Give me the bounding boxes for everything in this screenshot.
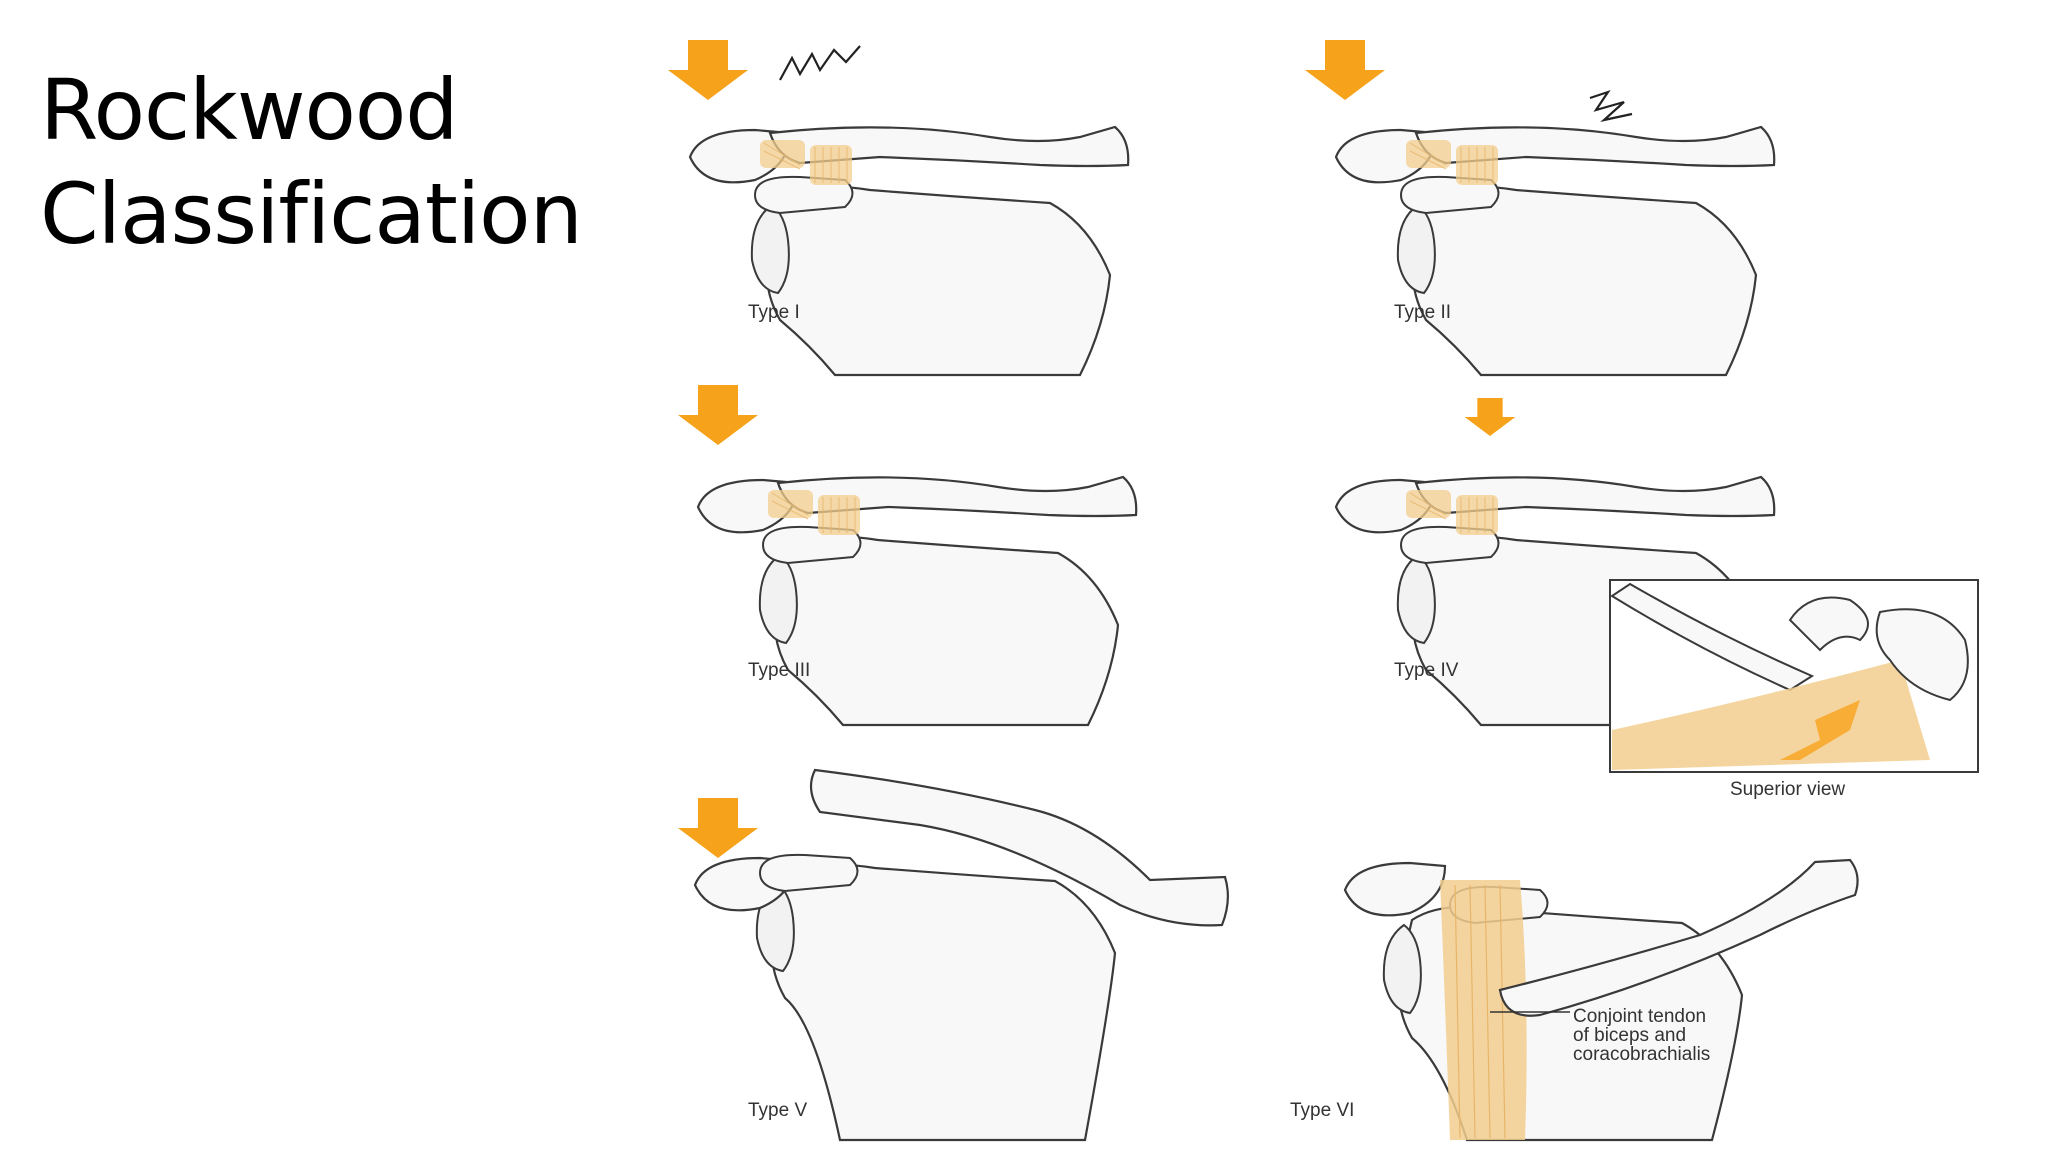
force-arrow-icon bbox=[678, 798, 758, 858]
type-label: Type I bbox=[748, 302, 800, 323]
force-arrow-icon bbox=[668, 40, 748, 100]
slide-title: Rockwood Classification bbox=[40, 61, 583, 263]
panel-type-5: Type V bbox=[678, 768, 1229, 1142]
pain-lightning-icon bbox=[1589, 89, 1633, 122]
type-label: Type V bbox=[748, 1100, 807, 1121]
force-arrow-icon bbox=[1780, 700, 1860, 760]
panel-type-4: Type IV Superior view bbox=[1334, 398, 1979, 800]
type-label: Type II bbox=[1394, 302, 1451, 323]
panel-type-3: Type III bbox=[678, 385, 1138, 727]
type-label: Type VI bbox=[1290, 1100, 1354, 1121]
pain-lightning-icon bbox=[779, 45, 861, 81]
panel-type-2: Type II bbox=[1305, 40, 1776, 377]
superior-view-inset bbox=[1609, 579, 1979, 773]
panel-type-6: Type VI Conjoint tendon of biceps and co… bbox=[1290, 858, 1859, 1142]
type-label: Type III bbox=[748, 660, 810, 681]
annotation-line1: Conjoint tendon bbox=[1573, 1006, 1706, 1027]
annotation-line2: of biceps and bbox=[1573, 1025, 1686, 1046]
force-arrow-icon bbox=[678, 385, 758, 445]
annotation-line3: coracobrachialis bbox=[1573, 1044, 1710, 1065]
inset-label: Superior view bbox=[1730, 779, 1845, 800]
force-arrow-icon bbox=[1464, 398, 1516, 436]
type-label: Type IV bbox=[1394, 660, 1459, 681]
panel-type-1: Type I bbox=[668, 40, 1130, 377]
force-arrow-icon bbox=[1305, 40, 1385, 100]
